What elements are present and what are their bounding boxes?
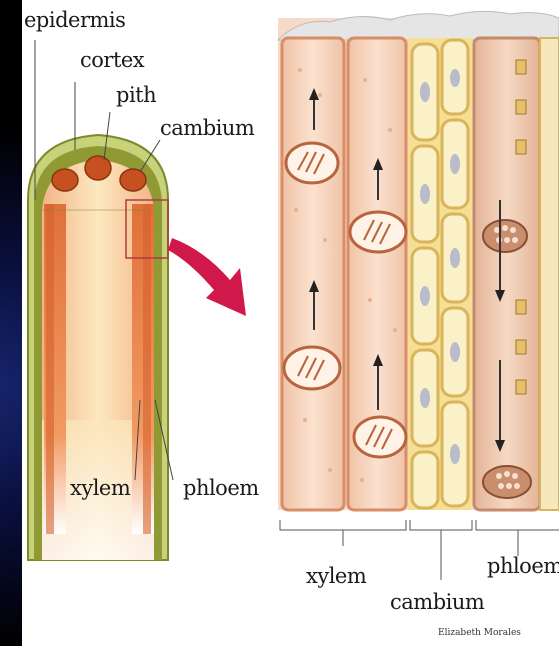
phloem-tissue — [474, 38, 559, 510]
label-tissue-xylem: xylem — [306, 566, 366, 587]
vascular-bundle — [120, 169, 146, 191]
xylem-vessels — [282, 38, 406, 510]
zoom-arrow — [168, 238, 246, 316]
vascular-bundle — [52, 169, 78, 191]
illustrator-credit: Elizabeth Morales — [438, 628, 521, 638]
tissue-closeup — [278, 11, 559, 580]
label-phloem: phloem — [183, 478, 259, 499]
cambium-cells — [408, 38, 472, 510]
label-xylem: xylem — [70, 478, 130, 499]
label-pith: pith — [116, 85, 156, 106]
label-tissue-cambium: cambium — [390, 592, 484, 613]
label-cortex: cortex — [80, 50, 144, 71]
label-cambium: cambium — [160, 118, 254, 139]
label-epidermis: epidermis — [24, 10, 125, 31]
vascular-bundle — [85, 156, 111, 180]
label-tissue-phloem: phloem — [487, 556, 559, 577]
